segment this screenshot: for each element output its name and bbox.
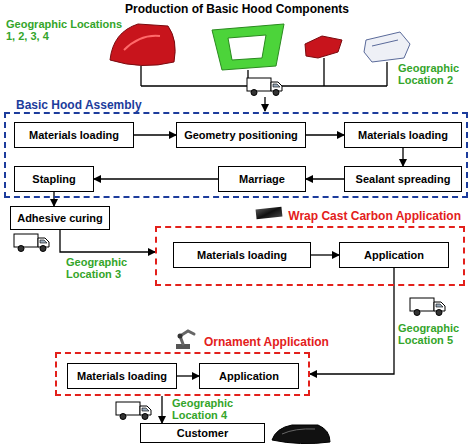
process-box: Adhesive curing bbox=[10, 206, 110, 230]
dashed-region: Ornament ApplicationMaterials loadingApp… bbox=[55, 352, 310, 396]
part-detail bbox=[372, 40, 398, 46]
process-box: Stapling bbox=[14, 166, 94, 192]
diagram-title: Production of Basic Hood Components bbox=[0, 2, 474, 16]
process-box: Materials loading bbox=[344, 122, 462, 148]
robot-joint bbox=[178, 334, 183, 339]
robot-icon bbox=[176, 331, 194, 349]
flow-arrow bbox=[311, 254, 339, 255]
flow-arrow bbox=[310, 268, 394, 374]
process-box: Materials loading bbox=[14, 122, 134, 148]
box-text: Application bbox=[219, 370, 279, 383]
flow-arrow bbox=[53, 192, 54, 206]
flow-arrow bbox=[306, 178, 344, 179]
dashed-region: Basic Hood AssemblyMaterials loadingGeom… bbox=[4, 112, 468, 198]
carbon-swatch-picture bbox=[256, 207, 283, 220]
flow-arrow bbox=[134, 134, 176, 135]
box-text: Materials loading bbox=[77, 370, 167, 383]
process-box: Materials loading bbox=[67, 363, 177, 389]
flow-arrow bbox=[177, 375, 199, 376]
green-frame-picture bbox=[212, 24, 284, 70]
box-text: Customer bbox=[177, 427, 228, 440]
red-part-picture bbox=[305, 36, 342, 58]
location-label: Geographic Location 3 bbox=[66, 256, 152, 280]
robot-arm bbox=[180, 331, 194, 344]
location-label: Geographic Location 5 bbox=[398, 322, 472, 346]
box-text: Adhesive curing bbox=[17, 212, 103, 225]
white-part-picture bbox=[364, 32, 410, 62]
flow-arrow bbox=[306, 134, 344, 135]
process-box: Materials loading bbox=[173, 242, 311, 268]
process-box: Geometry positioning bbox=[176, 122, 306, 148]
black-hood-picture bbox=[272, 425, 330, 444]
truck-icon bbox=[14, 234, 49, 252]
box-text: Materials loading bbox=[29, 129, 119, 142]
flow-arrow bbox=[60, 230, 155, 252]
box-text: Marriage bbox=[239, 173, 285, 186]
box-text: Materials loading bbox=[197, 249, 287, 262]
box-text: Sealant spreading bbox=[356, 173, 451, 186]
region-heading: Basic Hood Assembly bbox=[14, 98, 144, 112]
red-hood-picture bbox=[110, 24, 175, 66]
process-box: Application bbox=[339, 242, 449, 268]
box-text: Materials loading bbox=[358, 129, 448, 142]
dashed-region: Wrap Cast Carbon ApplicationMaterials lo… bbox=[155, 226, 465, 286]
truck-icon bbox=[410, 298, 445, 316]
region-heading: Wrap Cast Carbon Application bbox=[286, 209, 463, 223]
hood-highlight bbox=[282, 429, 315, 434]
box-text: Application bbox=[364, 249, 424, 262]
process-box: Customer bbox=[140, 423, 265, 443]
process-box: Sealant spreading bbox=[344, 166, 462, 192]
truck-icon bbox=[247, 78, 282, 96]
location-label: Geographic Location 4 bbox=[172, 397, 254, 421]
region-heading: Ornament Application bbox=[202, 335, 331, 349]
box-text: Geometry positioning bbox=[184, 129, 298, 142]
hood-highlight bbox=[124, 36, 160, 50]
location-label: Geographic Locations 1, 2, 3, 4 bbox=[6, 18, 126, 42]
location-label: Geographic Location 2 bbox=[398, 62, 472, 86]
process-box: Marriage bbox=[218, 166, 306, 192]
truck-icon bbox=[116, 402, 151, 420]
box-text: Stapling bbox=[32, 173, 75, 186]
process-box: Application bbox=[199, 363, 299, 389]
flow-arrow bbox=[161, 396, 162, 423]
flow-arrow bbox=[402, 148, 403, 166]
supply-arrow bbox=[264, 97, 265, 111]
flow-arrow bbox=[94, 178, 218, 179]
